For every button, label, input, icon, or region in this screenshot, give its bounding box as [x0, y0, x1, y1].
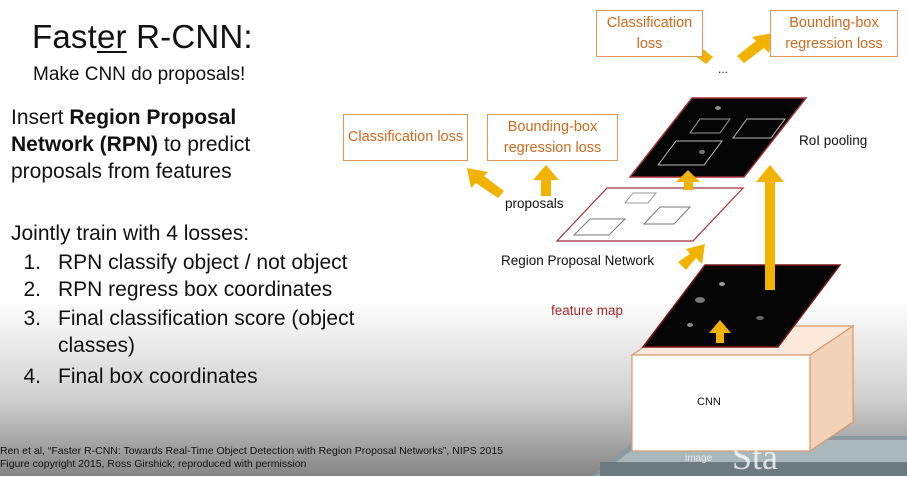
proposals-label: proposals [505, 196, 564, 211]
title-underlined-part: er [96, 18, 127, 55]
arrow-up-icon [737, 33, 773, 63]
cnn-label: CNN [697, 396, 721, 408]
list-text: RPN classify object / not object [58, 251, 348, 274]
list-text: Final box coordinates [58, 365, 258, 388]
roi-pooling-slab [628, 97, 808, 178]
rpn-label: Region Proposal Network [501, 253, 655, 268]
slide-title: Faster R-CNN: [32, 18, 253, 56]
description-text: Insert [11, 106, 70, 129]
slide-subtitle: Make CNN do proposals! [33, 64, 246, 85]
citation-line: Figure copyright 2015, Ross Girshick; re… [0, 458, 307, 470]
list-number: 3. [23, 307, 41, 330]
losses-heading: Jointly train with 4 losses: [11, 222, 250, 245]
loss-list-item: 1. RPN classify object / not object [11, 249, 411, 276]
list-text: Final classification score (object class… [58, 307, 355, 357]
roi-pooling-label: RoI pooling [799, 133, 868, 148]
ellipsis-label: ... [718, 62, 729, 76]
loss-list-item: 4. Final box coordinates [11, 363, 411, 390]
input-image [592, 436, 907, 476]
watermark-text: Sta [732, 437, 779, 477]
title-part: R-CNN: [126, 18, 253, 55]
feature-map-slab [641, 264, 842, 348]
title-part: Fast [32, 18, 97, 55]
arrow-up-icon [467, 168, 504, 198]
loss-list-item: 3. Final classification score (object cl… [11, 305, 411, 359]
feature-map-label: feature map [551, 303, 624, 318]
mid-bbox-regression-loss-box: Bounding-box regression loss [487, 114, 618, 161]
arrow-up-icon [533, 165, 559, 196]
arrow-up-icon [676, 170, 700, 190]
list-number: 2. [23, 278, 41, 301]
proposals-slab [555, 187, 745, 242]
top-classification-loss-box: Classification loss [596, 10, 703, 57]
list-number: 1. [23, 251, 41, 274]
description-text: to predict proposals from features [11, 133, 251, 183]
arrow-up-icon [756, 165, 784, 290]
arrow-up-icon [678, 244, 705, 270]
list-number: 4. [23, 365, 41, 388]
rpn-description: Insert Region Proposal Network (RPN) to … [11, 104, 301, 185]
mid-classification-loss-box: Classification loss [343, 114, 468, 161]
citation-line: Ren et al, “Faster R-CNN: Towards Real-T… [0, 445, 504, 457]
list-text: RPN regress box coordinates [58, 278, 333, 301]
top-bbox-regression-loss-box: Bounding-box regression loss [770, 10, 898, 57]
arrow-up-icon [709, 320, 731, 343]
image-label: image [685, 453, 713, 464]
loss-list-item: 2. RPN regress box coordinates [11, 276, 411, 303]
description-bold-text: Region Proposal Network (RPN) [11, 106, 237, 156]
